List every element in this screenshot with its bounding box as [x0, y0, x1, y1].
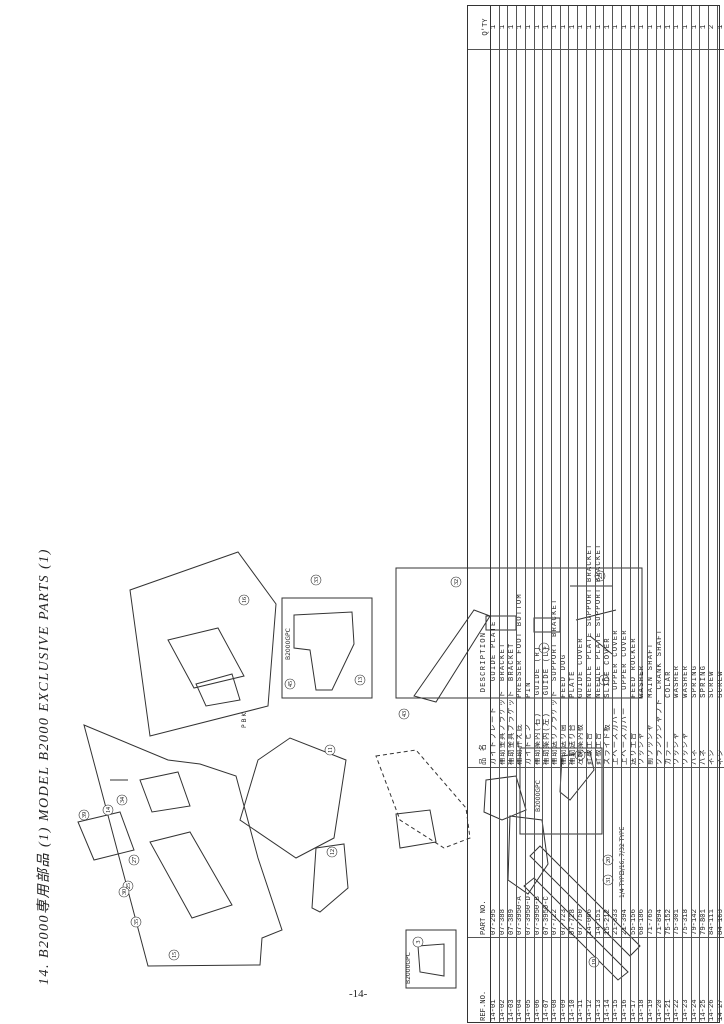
- label-type-1: 3/16, 7/32 TYPE: [619, 826, 626, 874]
- slide-cover: [77, 811, 135, 861]
- upper-cover-right: [129, 551, 277, 737]
- table-frame: [467, 5, 720, 1023]
- label-gpc-3: B2000GPC: [405, 952, 412, 984]
- callout-3: [412, 936, 424, 948]
- callout-number: 23: [598, 573, 604, 579]
- callout-45: [284, 678, 296, 690]
- callout-number: 45: [288, 681, 294, 687]
- callout-number: 3: [416, 941, 422, 944]
- callout-number: 15: [172, 952, 178, 958]
- crank-shaft: [523, 877, 629, 981]
- callout-43: [398, 708, 410, 720]
- callout-number: 19: [578, 752, 584, 758]
- presser-foot-shaft: [485, 615, 517, 631]
- callout-17: [574, 749, 586, 761]
- upper-cover-left: [83, 724, 283, 967]
- callout-11: [324, 744, 336, 756]
- callout-34: [116, 794, 128, 806]
- gpc-box-1: [281, 597, 373, 699]
- callout-number: 27: [132, 857, 138, 863]
- gpc-box-3: [405, 929, 457, 989]
- callout-number: 14: [106, 807, 112, 813]
- presser-foot-box: [395, 567, 643, 699]
- feed-plate: [375, 749, 471, 849]
- callout-number: 39: [82, 812, 88, 818]
- callout-14: [102, 804, 114, 816]
- callout-number: 43: [402, 711, 408, 717]
- callout-number: 13: [358, 677, 364, 683]
- callout-15: [168, 949, 180, 961]
- callout-13: [354, 674, 366, 686]
- feed-dog: [483, 775, 527, 821]
- guide-blades: [570, 585, 617, 655]
- callout-42: [602, 874, 614, 886]
- callout-number: 12: [330, 849, 336, 855]
- callout-number: 16: [242, 597, 248, 603]
- page-number: -14-: [349, 988, 368, 1000]
- needle-plate-bracket-13: [293, 611, 355, 691]
- label-gpc-1: B2000GPC: [285, 628, 292, 660]
- callout-20: [602, 854, 614, 866]
- parts-table: REF.NO. PART NO. 品 名 DESCRIPTION Q'TY 14…: [467, 5, 724, 1023]
- main-shaft: [529, 845, 641, 957]
- callout-number: 5: [542, 647, 548, 650]
- page-title: 14. B2000専用部品 (1) MODEL B2000 EXCLUSIVE …: [36, 548, 52, 985]
- callout-16: [238, 594, 250, 606]
- callout-12: [326, 846, 338, 858]
- label-pbk: P B K: [241, 711, 248, 728]
- callout-33: [310, 574, 322, 586]
- callout-number: 31: [606, 877, 612, 883]
- support-bracket: [395, 809, 437, 849]
- callout-number: 19: [592, 959, 598, 965]
- callout-number: 33: [314, 577, 320, 583]
- callout-number: 7: [602, 679, 608, 682]
- label-gpc-2: B2000GPC: [535, 780, 542, 812]
- callout-27: [128, 854, 140, 866]
- callout-number: 30: [122, 889, 128, 895]
- callout-number: 34: [120, 797, 126, 803]
- callout-number: 11: [328, 747, 334, 753]
- callout-7: [598, 674, 610, 686]
- callout-number: 20: [606, 857, 612, 863]
- callout-30: [118, 886, 130, 898]
- callout-6: [594, 570, 606, 582]
- guide-cover: [239, 737, 347, 859]
- callout-number: 32: [454, 579, 460, 585]
- gpc-box-2: [519, 747, 603, 835]
- pin-shaft: [533, 617, 561, 633]
- needle-plate-bracket-12: [311, 843, 349, 913]
- label-type-2: 1/4 TYPE: [619, 871, 626, 898]
- callout-5: [538, 642, 550, 654]
- callout-number: 35: [134, 919, 140, 925]
- callout-1: [450, 576, 462, 588]
- callout-19: [588, 956, 600, 968]
- callout-39: [78, 809, 90, 821]
- callout-35: [130, 916, 142, 928]
- feed-rocker: [507, 815, 549, 895]
- callout-number: 25: [126, 883, 132, 889]
